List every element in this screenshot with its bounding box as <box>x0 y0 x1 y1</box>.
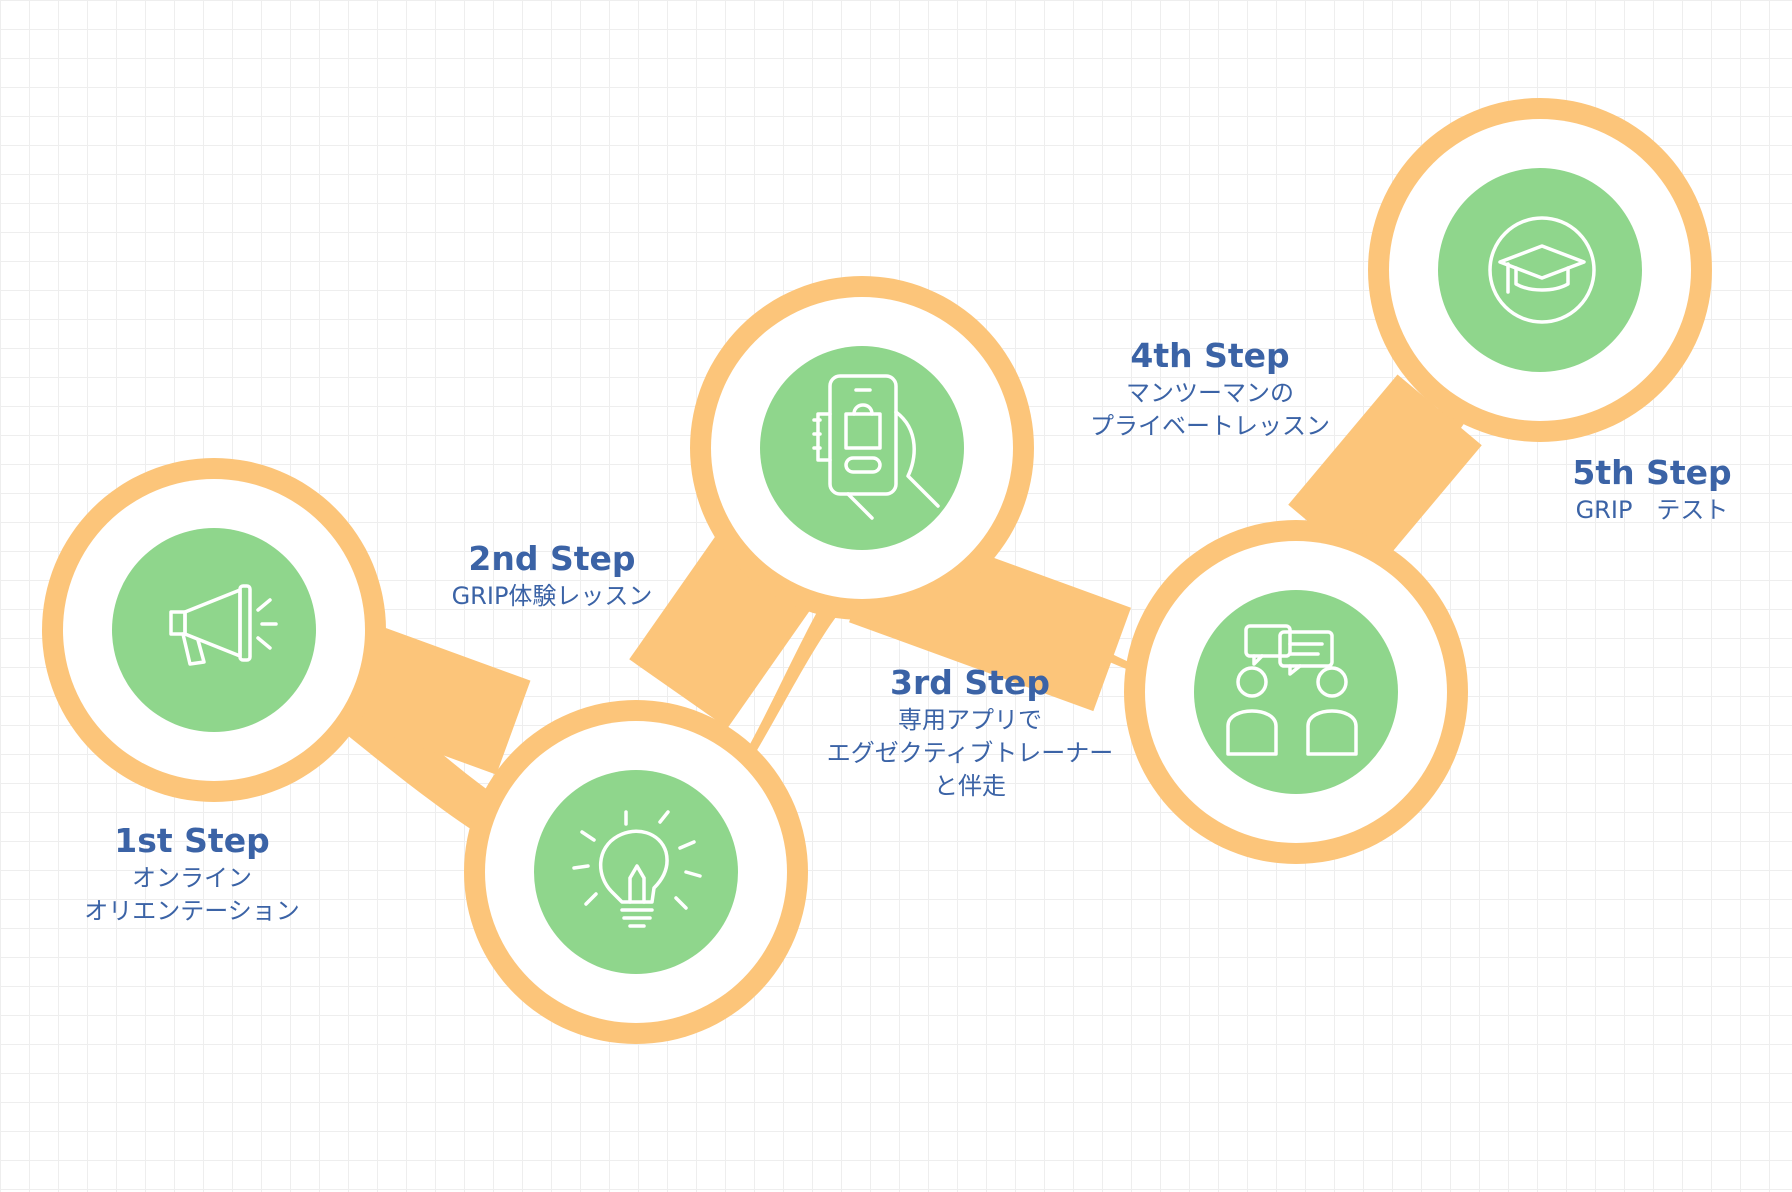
step-label-5: 5th Step GRIP テスト <box>1572 452 1731 527</box>
step-label-3: 3rd Step 専用アプリで エグゼクティブトレーナー と伴走 <box>827 662 1114 803</box>
step-label-4: 4th Step マンツーマンの プライベートレッスン <box>1090 335 1330 443</box>
lightbulb-icon <box>572 810 702 928</box>
step-node-3 <box>690 276 1034 620</box>
step-node-1 <box>42 458 386 802</box>
step-desc-5: GRIP テスト <box>1575 496 1729 524</box>
step-desc-1: オンライン オリエンテーション <box>84 864 300 925</box>
step-label-1: 1st Step オンライン オリエンテーション <box>84 820 300 928</box>
step-label-2: 2nd Step GRIP体験レッスン <box>452 538 653 613</box>
step-node-2 <box>464 700 808 1044</box>
megaphone-icon <box>169 584 278 666</box>
graduation-cap-icon <box>1488 216 1596 324</box>
step-title-4: 4th Step <box>1130 336 1290 375</box>
step-node-4 <box>1124 520 1468 864</box>
step-desc-4: マンツーマンの プライベートレッスン <box>1090 379 1330 440</box>
smartphone-shopping-icon <box>812 374 940 520</box>
step-node-5 <box>1368 98 1712 442</box>
step-title-1: 1st Step <box>114 821 270 860</box>
step-title-5: 5th Step <box>1572 453 1732 492</box>
step-title-2: 2nd Step <box>468 539 636 578</box>
conversation-icon <box>1226 624 1358 756</box>
step-title-3: 3rd Step <box>890 663 1050 702</box>
step-desc-3: 専用アプリで エグゼクティブトレーナー と伴走 <box>826 706 1114 800</box>
step-desc-2: GRIP体験レッスン <box>451 582 653 610</box>
